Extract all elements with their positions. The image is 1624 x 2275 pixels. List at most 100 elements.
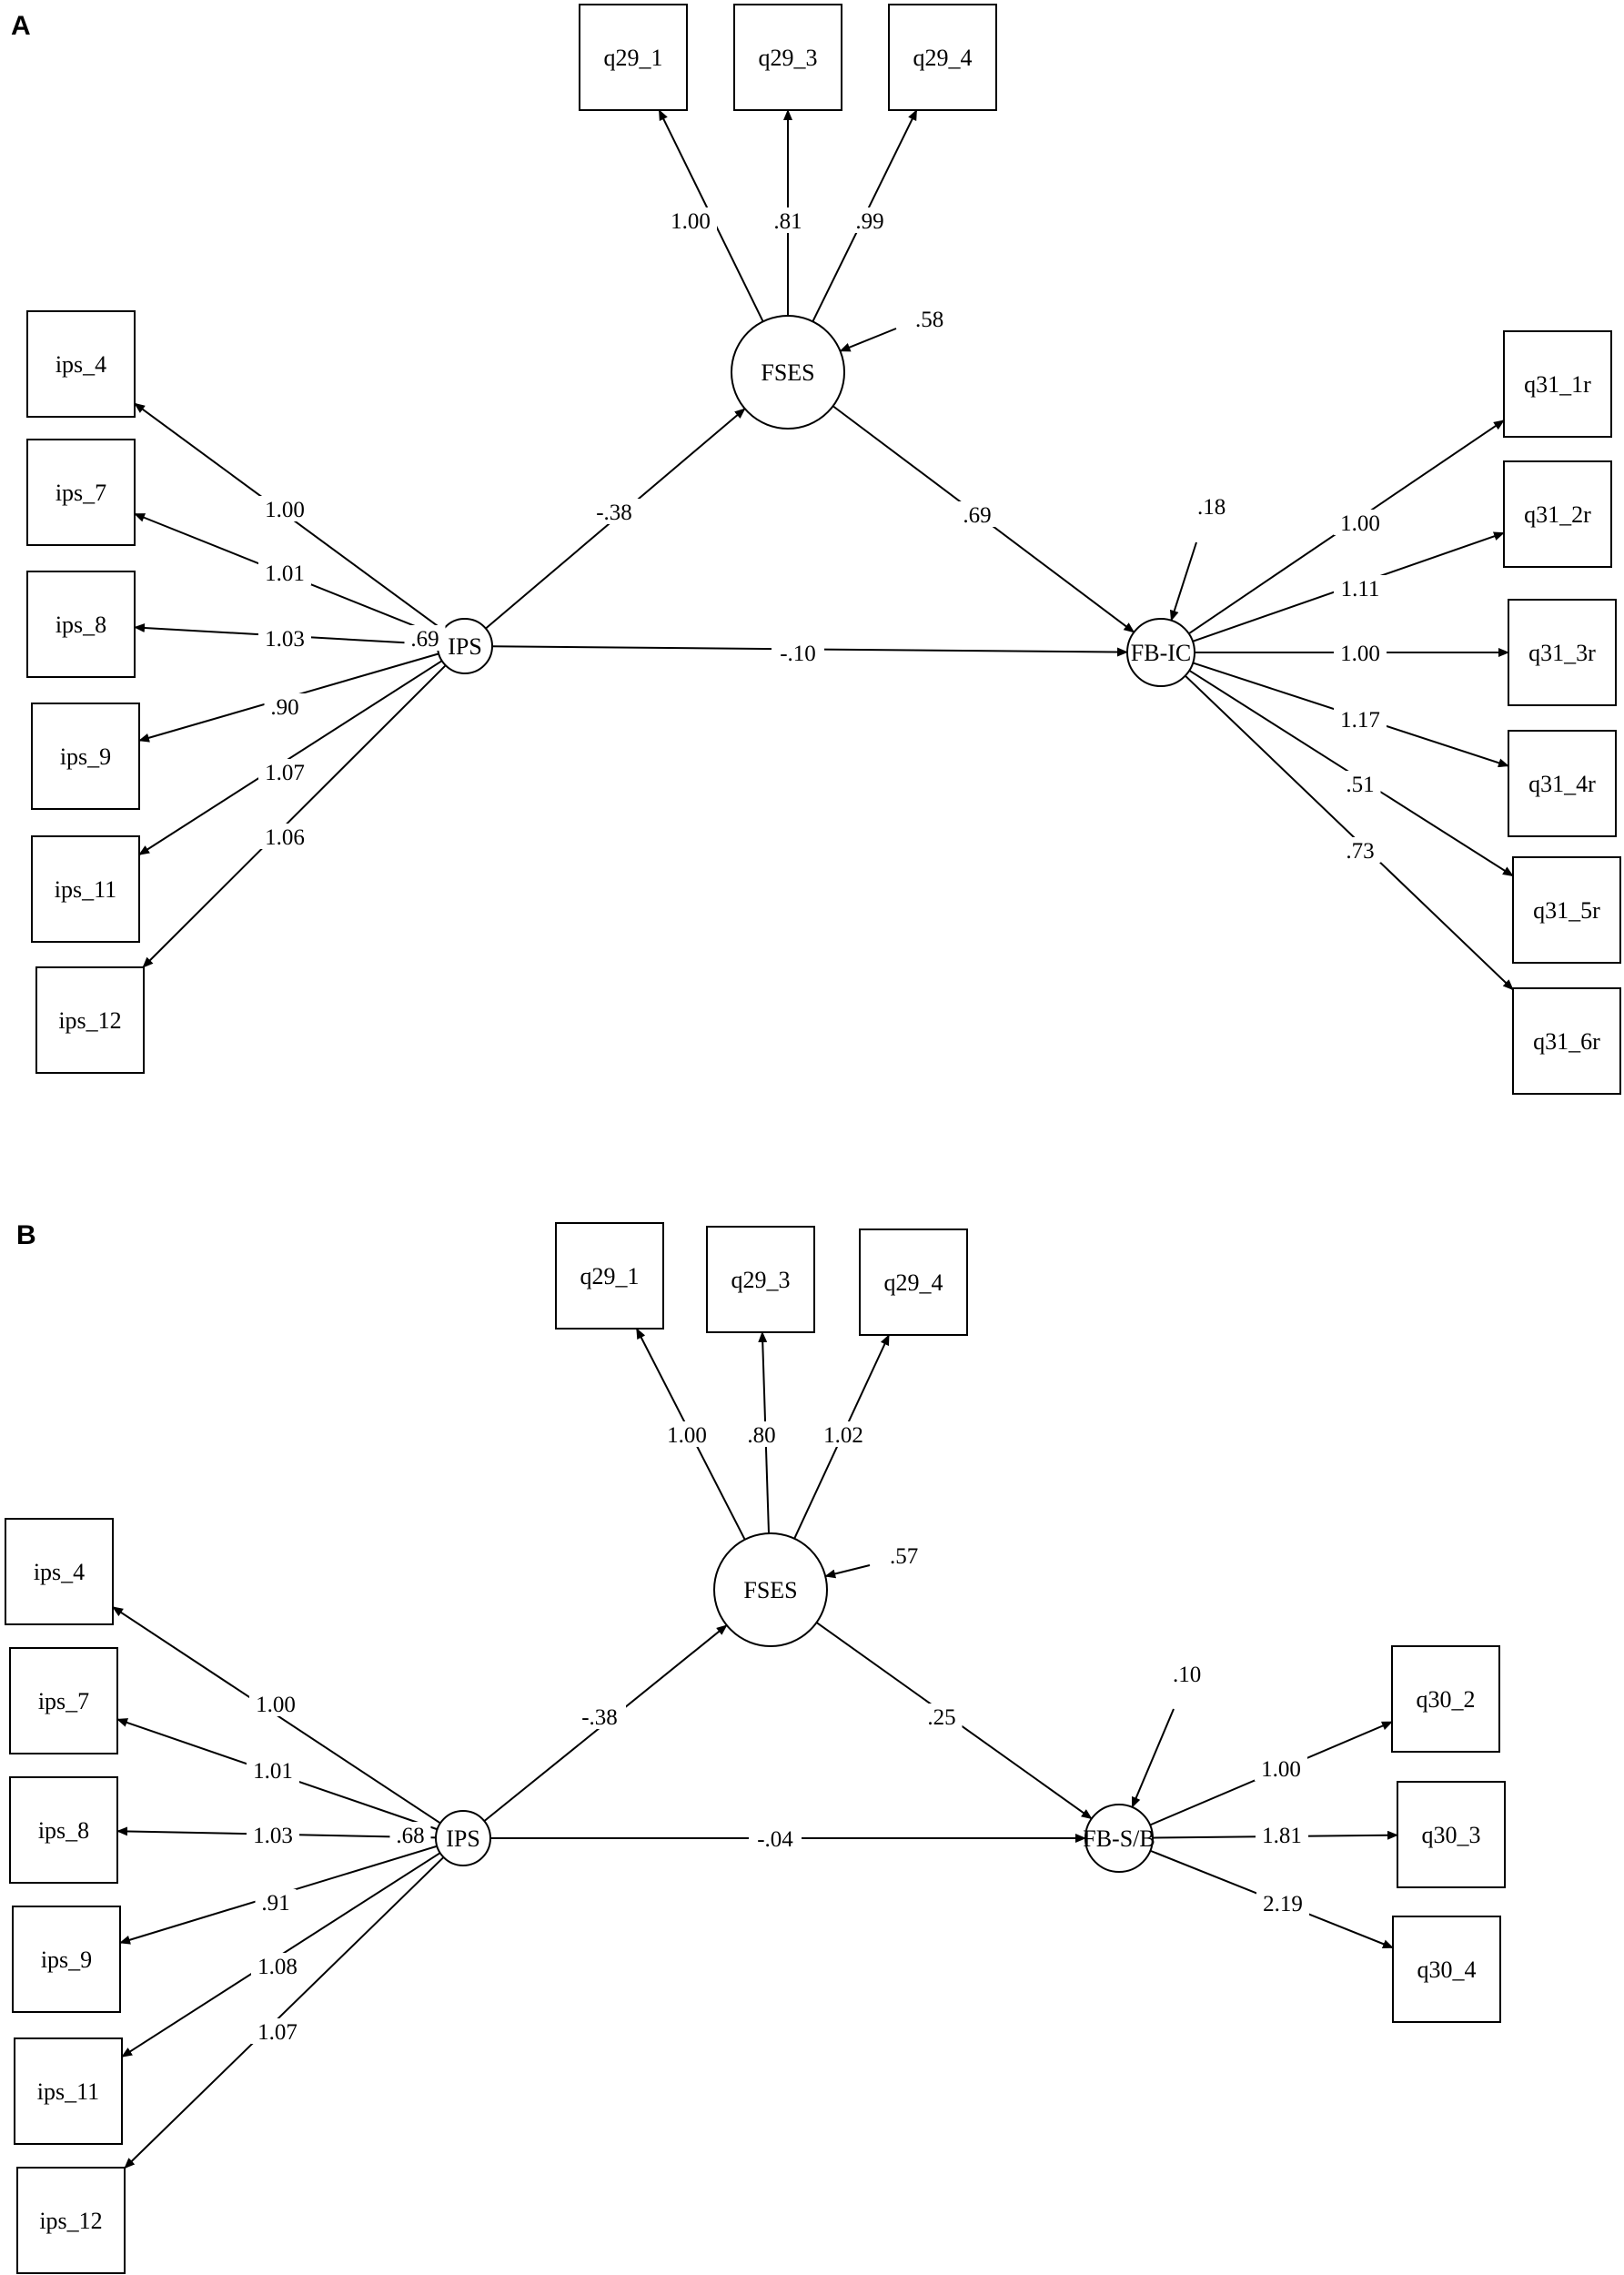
panel-a-indicator-q29-3-box	[733, 4, 842, 111]
panel-b-coefficient-fbsb-b-bg	[749, 1825, 802, 1851]
panel-a-indicator-q31-4r-box	[1508, 730, 1617, 837]
panel-b-indicator-q29-4-label: q29_4	[884, 1269, 943, 1296]
panel-b-indicator-q30-2-label: q30_2	[1417, 1686, 1476, 1713]
panel-b-latent-fb-s-b-label: FB-S/B	[1083, 1825, 1155, 1852]
panel-a-coefficient-q29-4a: .99	[855, 209, 883, 234]
panel-a-indicator-ips-8-label: ips_8	[55, 612, 106, 638]
panel-b-coefficient-q29-4b: 1.02	[823, 1423, 863, 1448]
panel-a-variance-label-ips-a: .69	[410, 627, 439, 652]
panel-b-coefficient-ips-9b-bg	[255, 1889, 297, 1915]
panel-a-indicator-ips-11-label: ips_11	[55, 876, 116, 903]
panel-a-coefficient-q29-1a: 1.00	[671, 209, 711, 234]
panel-a-coefficient-fses-a: -.38	[596, 500, 632, 525]
panel-b-indicator-q29-4-box	[859, 1228, 968, 1336]
panel-b-path-ips-b-to-ips-12b	[124, 1856, 445, 2169]
panel-a-coefficient-q31-3ra-bg	[1334, 640, 1387, 665]
panel-a-coefficient-q29-4a-bg	[849, 207, 891, 233]
panel-b-coefficient-fses-b-bg	[573, 1704, 626, 1729]
panel-a-indicator-q31-2r: q31_2r	[1503, 460, 1612, 568]
panel-a-letter: A	[11, 11, 31, 41]
panel-b-coefficient-fbsb-b: -.04	[757, 1827, 793, 1852]
panel-a-coefficient-ips-8a-bg	[258, 625, 311, 651]
panel-a-coefficient-fbic-a: .69	[963, 503, 991, 528]
panel-b-coefficient-ips-4b-bg	[249, 1691, 302, 1716]
panel-b-coefficient-fbsb-b-bg	[921, 1704, 963, 1729]
panel-a-indicator-q31-3r: q31_3r	[1508, 599, 1617, 706]
panel-a-indicator-q29-1-box	[579, 4, 688, 111]
panel-a-coefficient-q31-1ra-bg	[1334, 510, 1387, 535]
panel-a-latent-fses: FSES	[731, 315, 845, 430]
panel-a-indicator-q31-1r-label: q31_1r	[1524, 371, 1591, 398]
panel-b-latent-ips-circle	[435, 1810, 491, 1866]
panel-a-indicator-ips-12-label: ips_12	[58, 1007, 121, 1034]
panel-b-coefficient-q30-3b-bg	[1256, 1822, 1308, 1847]
panel-b-coefficient-q30-4b-bg	[1256, 1890, 1309, 1916]
panel-a-indicator-q31-6r: q31_6r	[1512, 987, 1621, 1095]
panel-b-variance-label-ips-b: .68	[396, 1824, 424, 1848]
panel-a-indicator-q31-5r-label: q31_5r	[1533, 897, 1600, 924]
panel-b-latent-ips: IPS	[435, 1810, 491, 1866]
panel-b-latent-fses-circle	[713, 1532, 828, 1647]
panel-a-indicator-q29-3: q29_3	[733, 4, 842, 111]
panel-a-indicator-ips-9-box	[31, 703, 140, 810]
panel-a-coefficient-q31-5ra: .51	[1346, 773, 1374, 797]
panel-b-indicator-ips-8-box	[9, 1776, 118, 1884]
panel-a-latent-fses-circle	[731, 315, 845, 430]
panel-a-coefficient-ips-7a: 1.01	[265, 561, 305, 586]
panel-b-coefficient-ips-9b: .91	[261, 1891, 289, 1916]
panel-b-indicator-q30-4-box	[1392, 1916, 1501, 2023]
panel-b-coefficient-q29-1b: 1.00	[667, 1423, 707, 1448]
panel-a-indicator-ips-7: ips_7	[26, 439, 136, 546]
panel-b-indicator-q30-2: q30_2	[1391, 1645, 1500, 1753]
panel-b-indicator-ips-9-label: ips_9	[41, 1946, 92, 1973]
panel-b-latent-ips-label: IPS	[446, 1825, 480, 1852]
panel-b-residual-arrow-fbsb-b	[1131, 1708, 1175, 1808]
panel-b-latent-fses-label: FSES	[743, 1577, 797, 1603]
panel-b-coefficient-q29-4b-bg	[817, 1421, 870, 1447]
panel-a-indicator-q31-5r-box	[1512, 856, 1621, 964]
panel-a-indicator-q29-1: q29_1	[579, 4, 688, 111]
panel-b-indicator-ips-12-box	[16, 2167, 126, 2274]
panel-b-coefficient-ips-8b: 1.03	[253, 1824, 293, 1848]
panel-a-latent-fses-label: FSES	[761, 359, 814, 386]
panel-a-indicator-q29-3-label: q29_3	[759, 45, 818, 71]
panel-b-indicator-q29-1: q29_1	[555, 1222, 664, 1330]
panel-a-indicator-q29-4: q29_4	[888, 4, 997, 111]
panel-a-coefficient-q31-4ra-bg	[1334, 706, 1387, 732]
panel-a-coefficient-ips-4a: 1.00	[265, 498, 305, 522]
panel-b-latent-fb-s-b-circle	[1084, 1804, 1154, 1873]
panel-a-coefficient-ips-7a-bg	[258, 560, 311, 585]
panel-a-path-ips-a-to-ips-12a	[142, 664, 447, 968]
panel-b-indicator-q30-4-label: q30_4	[1417, 1956, 1477, 1983]
panel-a-indicator-ips-4-box	[26, 310, 136, 418]
panel-b-coefficient-q30-3b: 1.81	[1262, 1824, 1302, 1848]
panel-b-indicator-q30-3-label: q30_3	[1422, 1822, 1481, 1848]
panel-b-residual-label-fbsb-b: .10	[1173, 1663, 1201, 1687]
panel-a-indicator-ips-12: ips_12	[35, 966, 145, 1074]
panel-a-coefficient-ips-9a: .90	[270, 695, 298, 720]
panel-b-indicator-q29-3-label: q29_3	[731, 1267, 791, 1293]
panel-a-indicator-q31-4r-label: q31_4r	[1528, 771, 1596, 797]
panel-b-coefficient-ips-8b-bg	[247, 1822, 299, 1847]
panel-a-coefficient-fbic-a: -.10	[780, 642, 816, 666]
panel-a-indicator-ips-9-label: ips_9	[60, 743, 111, 770]
panel-b-indicator-ips-7: ips_7	[9, 1647, 118, 1754]
panel-a-latent-ips-label: IPS	[448, 633, 482, 660]
panel-a-indicator-ips-4-label: ips_4	[55, 351, 106, 378]
panel-a-coefficient-ips-8a: 1.03	[265, 627, 305, 652]
panel-b-indicator-q30-2-box	[1391, 1645, 1500, 1753]
panel-b-indicator-q29-4: q29_4	[859, 1228, 968, 1336]
panel-a-coefficient-ips-11a: 1.07	[265, 761, 305, 785]
panel-b-indicator-q30-4: q30_4	[1392, 1916, 1501, 2023]
panel-a-latent-fb-ic-label: FB-IC	[1131, 640, 1191, 666]
panel-a-coefficient-q31-4ra: 1.17	[1340, 708, 1380, 733]
panel-b-residual-label-fses-b: .57	[890, 1544, 918, 1569]
panel-a-indicator-ips-11: ips_11	[31, 835, 140, 943]
panel-b-coefficient-q29-3b-bg	[741, 1421, 782, 1447]
panel-b-indicator-ips-4-box	[5, 1518, 114, 1625]
panel-b-indicator-q29-1-box	[555, 1222, 664, 1330]
panel-b-indicator-q30-3-box	[1397, 1781, 1506, 1888]
panel-a-residual-arrow-fbic-a	[1169, 541, 1197, 622]
panel-b-latent-fses: FSES	[713, 1532, 828, 1647]
panel-b-residual-arrow-fses-b	[824, 1564, 871, 1579]
